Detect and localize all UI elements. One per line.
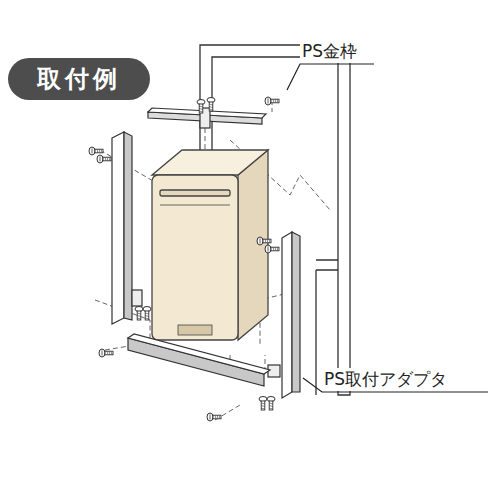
title-pill: 取付例	[8, 58, 150, 100]
bottom-adapter	[128, 334, 270, 386]
left-adapter	[112, 132, 142, 324]
right-adapter	[268, 232, 300, 398]
water-heater	[152, 150, 268, 340]
part-label: PS金枠	[300, 40, 359, 63]
guide-lines	[95, 100, 330, 420]
part-label: PS取付アダプタ	[322, 368, 449, 391]
screws	[89, 97, 279, 421]
leader-lines	[287, 64, 488, 392]
title-text: 取付例	[37, 63, 121, 95]
top-bracket	[148, 108, 266, 128]
